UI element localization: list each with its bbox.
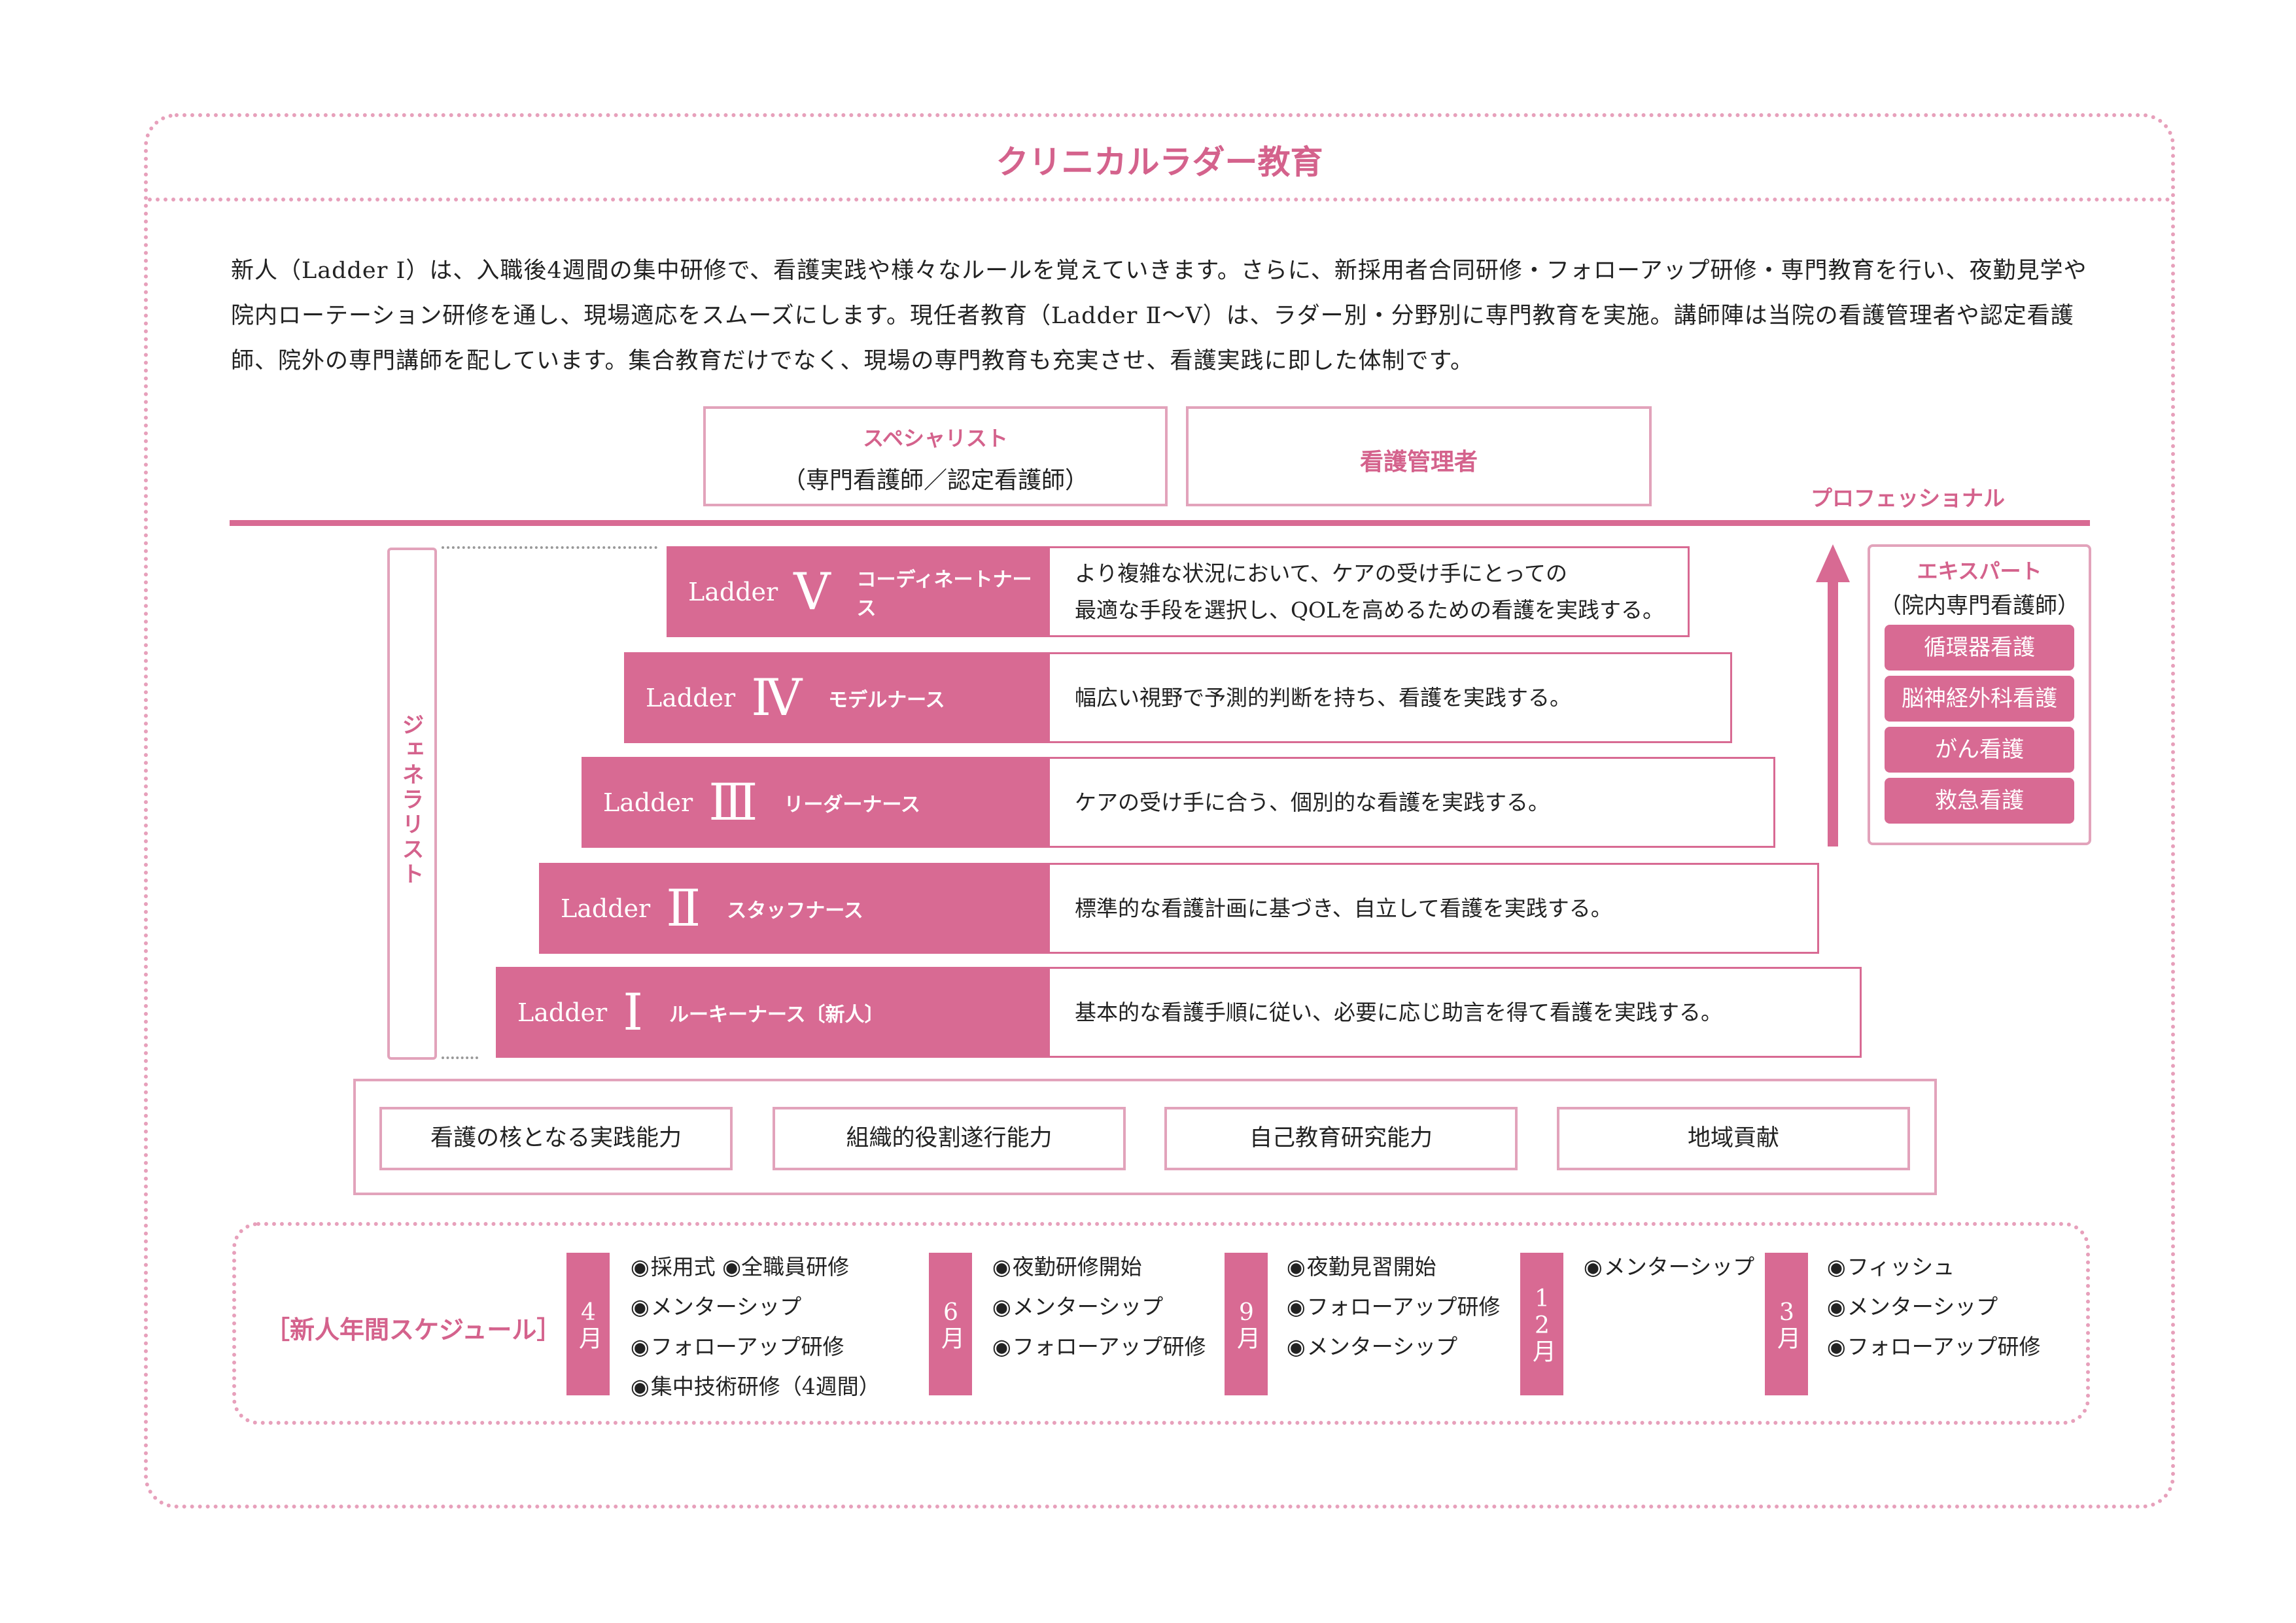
ladder-numeral: Ⅰ [623,983,644,1042]
ladder-desc: 基本的な看護手順に従い、必要に応じ助言を得て看護を実践する。 [1075,999,1722,1025]
ladder-role: モデルナース [828,688,945,712]
month-badge: 4月 [566,1253,610,1395]
ladder-numeral: Ⅴ [793,562,831,621]
schedule-item: フォローアップ研修 [1287,1287,1501,1327]
title-divider [148,198,2171,201]
ladder-1: Ladder Ⅰ ルーキーナース〔新人〕 基本的な看護手順に従い、必要に応じ助言を得… [496,967,1862,1058]
ladder-numeral: Ⅱ [666,879,701,938]
schedule-item: メンターシップ [992,1287,1206,1327]
schedule-item: フォローアップ研修 [631,1327,880,1367]
expert-tag: 救急看護 [1885,778,2074,824]
month-badge: 3月 [1765,1253,1808,1395]
schedule-item: 集中技術研修（4週間） [631,1367,880,1406]
ladder-2: Ladder Ⅱ スタッフナース 標準的な看護計画に基づき、自立して看護を実践する。 [539,863,1819,954]
month-badge: 6月 [929,1253,972,1395]
ladder-desc: 幅広い視野で予測的判断を持ち、看護を実践する。 [1075,684,1571,710]
schedule-item: 採用式 ◉全職員研修 [631,1247,880,1287]
competency-box: 看護の核となる実践能力 [379,1107,733,1170]
ladder-word: Ladder [688,577,778,606]
ladder-5: Ladder Ⅴ コーディネートナース より複雑な状況において、ケアの受け手にとって… [667,546,1690,637]
schedule-item: メンターシップ [1827,1287,2040,1327]
generalist-bracket [387,548,437,1060]
expert-tag: 脳神経外科看護 [1885,676,2074,722]
schedule-label: ［新人年間スケジュール］ [265,1316,562,1344]
specialist-sub: （専門看護師／認定看護師） [782,467,1088,494]
schedule-item: フィッシュ [1827,1247,2040,1287]
professional-line [230,520,2090,526]
ladder-word: Ladder [561,894,651,923]
month-badge: 9月 [1225,1253,1268,1395]
schedule-item: フォローアップ研修 [992,1327,1206,1367]
schedule-item: 夜勤研修開始 [992,1247,1206,1287]
expert-sub: （院内専門看護師） [1879,593,2079,619]
month-items: 夜勤見習開始 フォローアップ研修 メンターシップ [1287,1247,1501,1367]
up-arrow-icon [1816,544,1850,846]
expert-box: エキスパート （院内専門看護師） 循環器看護 脳神経外科看護 がん看護 救急看護 [1868,544,2091,845]
professional-label: プロフェッショナル [1811,485,2005,511]
ladder-word: Ladder [517,998,608,1027]
competency-panel [353,1079,1937,1195]
ladder-word: Ladder [603,788,693,817]
expert-tag: がん看護 [1885,727,2074,773]
dotted-connector-bottom [442,1056,478,1059]
schedule-item: メンターシップ [631,1287,880,1327]
competency-box: 組織的役割遂行能力 [773,1107,1126,1170]
ladder-desc: 標準的な看護計画に基づき、自立して看護を実践する。 [1075,895,1612,921]
dotted-connector-top [442,546,657,549]
ladder-numeral: Ⅲ [708,773,758,832]
intro-paragraph: 新人（Ladder Ⅰ）は、入職後4週間の集中研修で、看護実践や様々なルールを覚… [231,258,2087,374]
ladder-role: リーダーナース [784,793,920,816]
ladder-desc: 最適な手段を選択し、QOLを高めるための看護を実践する。 [1075,597,1665,623]
competency-box: 地域貢献 [1557,1107,1910,1170]
month-items: フィッシュ メンターシップ フォローアップ研修 [1827,1247,2041,1367]
page-title: クリニカルラダー教育 [996,143,1323,181]
ladder-numeral: Ⅳ [751,668,803,727]
ladder-role: ルーキーナース〔新人〕 [669,1003,884,1026]
ladder-desc: ケアの受け手に合う、個別的な看護を実践する。 [1075,789,1550,815]
specialist-box: スペシャリスト （専門看護師／認定看護師） [703,406,1168,506]
generalist-label: ジェネラリスト [398,713,424,887]
manager-title: 看護管理者 [1359,449,1478,476]
expert-title: エキスパート [1917,559,2042,584]
month-items: メンターシップ [1584,1247,1754,1287]
month-items: 夜勤研修開始 メンターシップ フォローアップ研修 [992,1247,1206,1367]
outer-frame [144,113,2175,1509]
schedule-panel [232,1222,2090,1425]
month-badge: 12月 [1520,1253,1563,1395]
ladder-role: スタッフナース [727,899,863,922]
schedule-item: 夜勤見習開始 [1287,1247,1500,1287]
expert-tag: 循環器看護 [1885,625,2074,671]
competency-box: 自己教育研究能力 [1164,1107,1518,1170]
ladder-3: Ladder Ⅲ リーダーナース ケアの受け手に合う、個別的な看護を実践する。 [582,757,1775,848]
ladder-role: コーディネートナース [856,568,1032,620]
ladder-word: Ladder [646,683,736,712]
schedule-item: メンターシップ [1287,1327,1500,1367]
schedule-item: フォローアップ研修 [1827,1327,2041,1367]
month-items: 採用式 ◉全職員研修 メンターシップ フォローアップ研修 集中技術研修（4週間） [631,1247,880,1406]
schedule-item: メンターシップ [1584,1247,1754,1287]
manager-box: 看護管理者 [1186,406,1652,506]
specialist-title: スペシャリスト [863,426,1008,451]
ladder-4: Ladder Ⅳ モデルナース 幅広い視野で予測的判断を持ち、看護を実践する。 [624,652,1732,743]
ladder-desc: より複雑な状況において、ケアの受け手にとっての [1075,560,1568,586]
